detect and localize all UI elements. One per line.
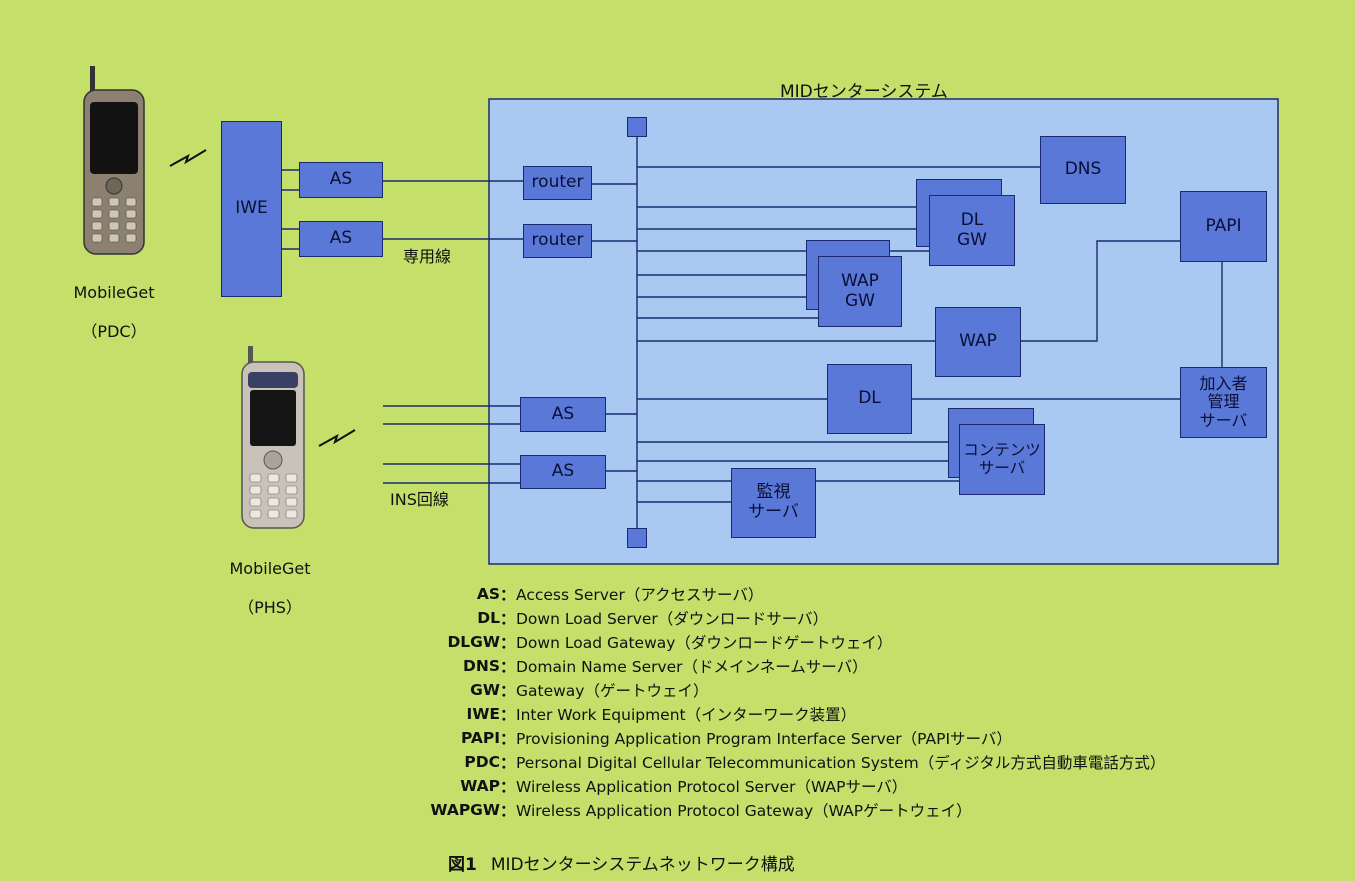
- legend-abbr: GW: [380, 681, 500, 699]
- subscriber-server-node: 加入者 管理 サーバ: [1180, 367, 1267, 438]
- legend-text: Access Server（アクセスサーバ）: [514, 583, 763, 605]
- content-server-node: コンテンツ サーバ: [959, 424, 1045, 495]
- legend-row: PDC：Personal Digital Cellular Telecommun…: [380, 750, 1320, 774]
- radio-link-icon: [168, 146, 208, 170]
- dl-server-node: DL: [827, 364, 912, 434]
- legend-row: AS：Access Server（アクセスサーバ）: [380, 582, 1320, 606]
- legend-abbr: DNS: [380, 657, 500, 675]
- legend: AS：Access Server（アクセスサーバ） DL：Down Load S…: [380, 582, 1320, 822]
- pdc-phone-image: [78, 66, 150, 256]
- legend-colon: ：: [500, 679, 514, 701]
- legend-colon: ：: [500, 631, 514, 653]
- legend-abbr: PAPI: [380, 729, 500, 747]
- pdc-phone-label: MobileGet （PDC）: [54, 264, 174, 360]
- legend-row: IWE：Inter Work Equipment（インターワーク装置）: [380, 702, 1320, 726]
- legend-colon: ：: [500, 655, 514, 677]
- ins-line-label: INS回線: [390, 490, 449, 509]
- phs-phone-image: [238, 346, 310, 530]
- legend-text: Down Load Server（ダウンロードサーバ）: [514, 607, 828, 629]
- iwe-node: IWE: [221, 121, 282, 297]
- phs-phone-type: （PHS）: [210, 598, 330, 617]
- figure-title: MIDセンターシステムネットワーク構成: [491, 855, 795, 875]
- dns-server-node: DNS: [1040, 136, 1126, 204]
- wapgw-node: WAP GW: [818, 256, 902, 327]
- radio-link-icon: [317, 426, 357, 450]
- legend-colon: ：: [500, 751, 514, 773]
- bus-terminal-bottom: [627, 528, 647, 548]
- legend-colon: ：: [500, 727, 514, 749]
- legend-abbr: PDC: [380, 753, 500, 771]
- as-node-3: AS: [520, 397, 606, 432]
- legend-text: Down Load Gateway（ダウンロードゲートウェイ）: [514, 631, 892, 653]
- figure-caption: 図1 MIDセンターシステムネットワーク構成: [448, 850, 795, 875]
- legend-colon: ：: [500, 607, 514, 629]
- wap-server-node: WAP: [935, 307, 1021, 377]
- legend-text: Domain Name Server（ドメインネームサーバ）: [514, 655, 868, 677]
- monitor-server-node: 監視 サーバ: [731, 468, 816, 538]
- legend-text: Personal Digital Cellular Telecommunicat…: [514, 751, 1165, 773]
- as-node-2: AS: [299, 221, 383, 257]
- papi-server-node: PAPI: [1180, 191, 1267, 262]
- legend-abbr: WAPGW: [380, 801, 500, 819]
- legend-colon: ：: [500, 583, 514, 605]
- figure-number: 図1: [448, 855, 477, 875]
- legend-abbr: IWE: [380, 705, 500, 723]
- pdc-phone-type: （PDC）: [54, 322, 174, 341]
- legend-row: WAP：Wireless Application Protocol Server…: [380, 774, 1320, 798]
- legend-row: DNS：Domain Name Server（ドメインネームサーバ）: [380, 654, 1320, 678]
- as-node-1: AS: [299, 162, 383, 198]
- leased-line-label: 専用線: [403, 247, 451, 266]
- legend-colon: ：: [500, 703, 514, 725]
- pdc-phone-name: MobileGet: [54, 283, 174, 302]
- legend-row: PAPI：Provisioning Application Program In…: [380, 726, 1320, 750]
- legend-row: GW：Gateway（ゲートウェイ）: [380, 678, 1320, 702]
- router-node-1: router: [523, 166, 592, 200]
- legend-row: WAPGW：Wireless Application Protocol Gate…: [380, 798, 1320, 822]
- bus-terminal-top: [627, 117, 647, 137]
- as-node-4: AS: [520, 455, 606, 489]
- legend-text: Gateway（ゲートウェイ）: [514, 679, 708, 701]
- phs-phone-name: MobileGet: [210, 559, 330, 578]
- legend-text: Inter Work Equipment（インターワーク装置）: [514, 703, 856, 725]
- legend-abbr: AS: [380, 585, 500, 603]
- legend-colon: ：: [500, 799, 514, 821]
- legend-colon: ：: [500, 775, 514, 797]
- router-node-2: router: [523, 224, 592, 258]
- legend-abbr: DL: [380, 609, 500, 627]
- legend-row: DLGW：Down Load Gateway（ダウンロードゲートウェイ）: [380, 630, 1320, 654]
- legend-abbr: WAP: [380, 777, 500, 795]
- phs-phone-label: MobileGet （PHS）: [210, 540, 330, 636]
- dlgw-node: DL GW: [929, 195, 1015, 266]
- legend-abbr: DLGW: [380, 633, 500, 651]
- legend-text: Provisioning Application Program Interfa…: [514, 727, 1012, 749]
- legend-text: Wireless Application Protocol Gateway（WA…: [514, 799, 972, 821]
- center-system-title: MIDセンターシステム: [780, 77, 948, 102]
- legend-row: DL：Down Load Server（ダウンロードサーバ）: [380, 606, 1320, 630]
- legend-text: Wireless Application Protocol Server（WAP…: [514, 775, 907, 797]
- system-box: [489, 99, 1278, 564]
